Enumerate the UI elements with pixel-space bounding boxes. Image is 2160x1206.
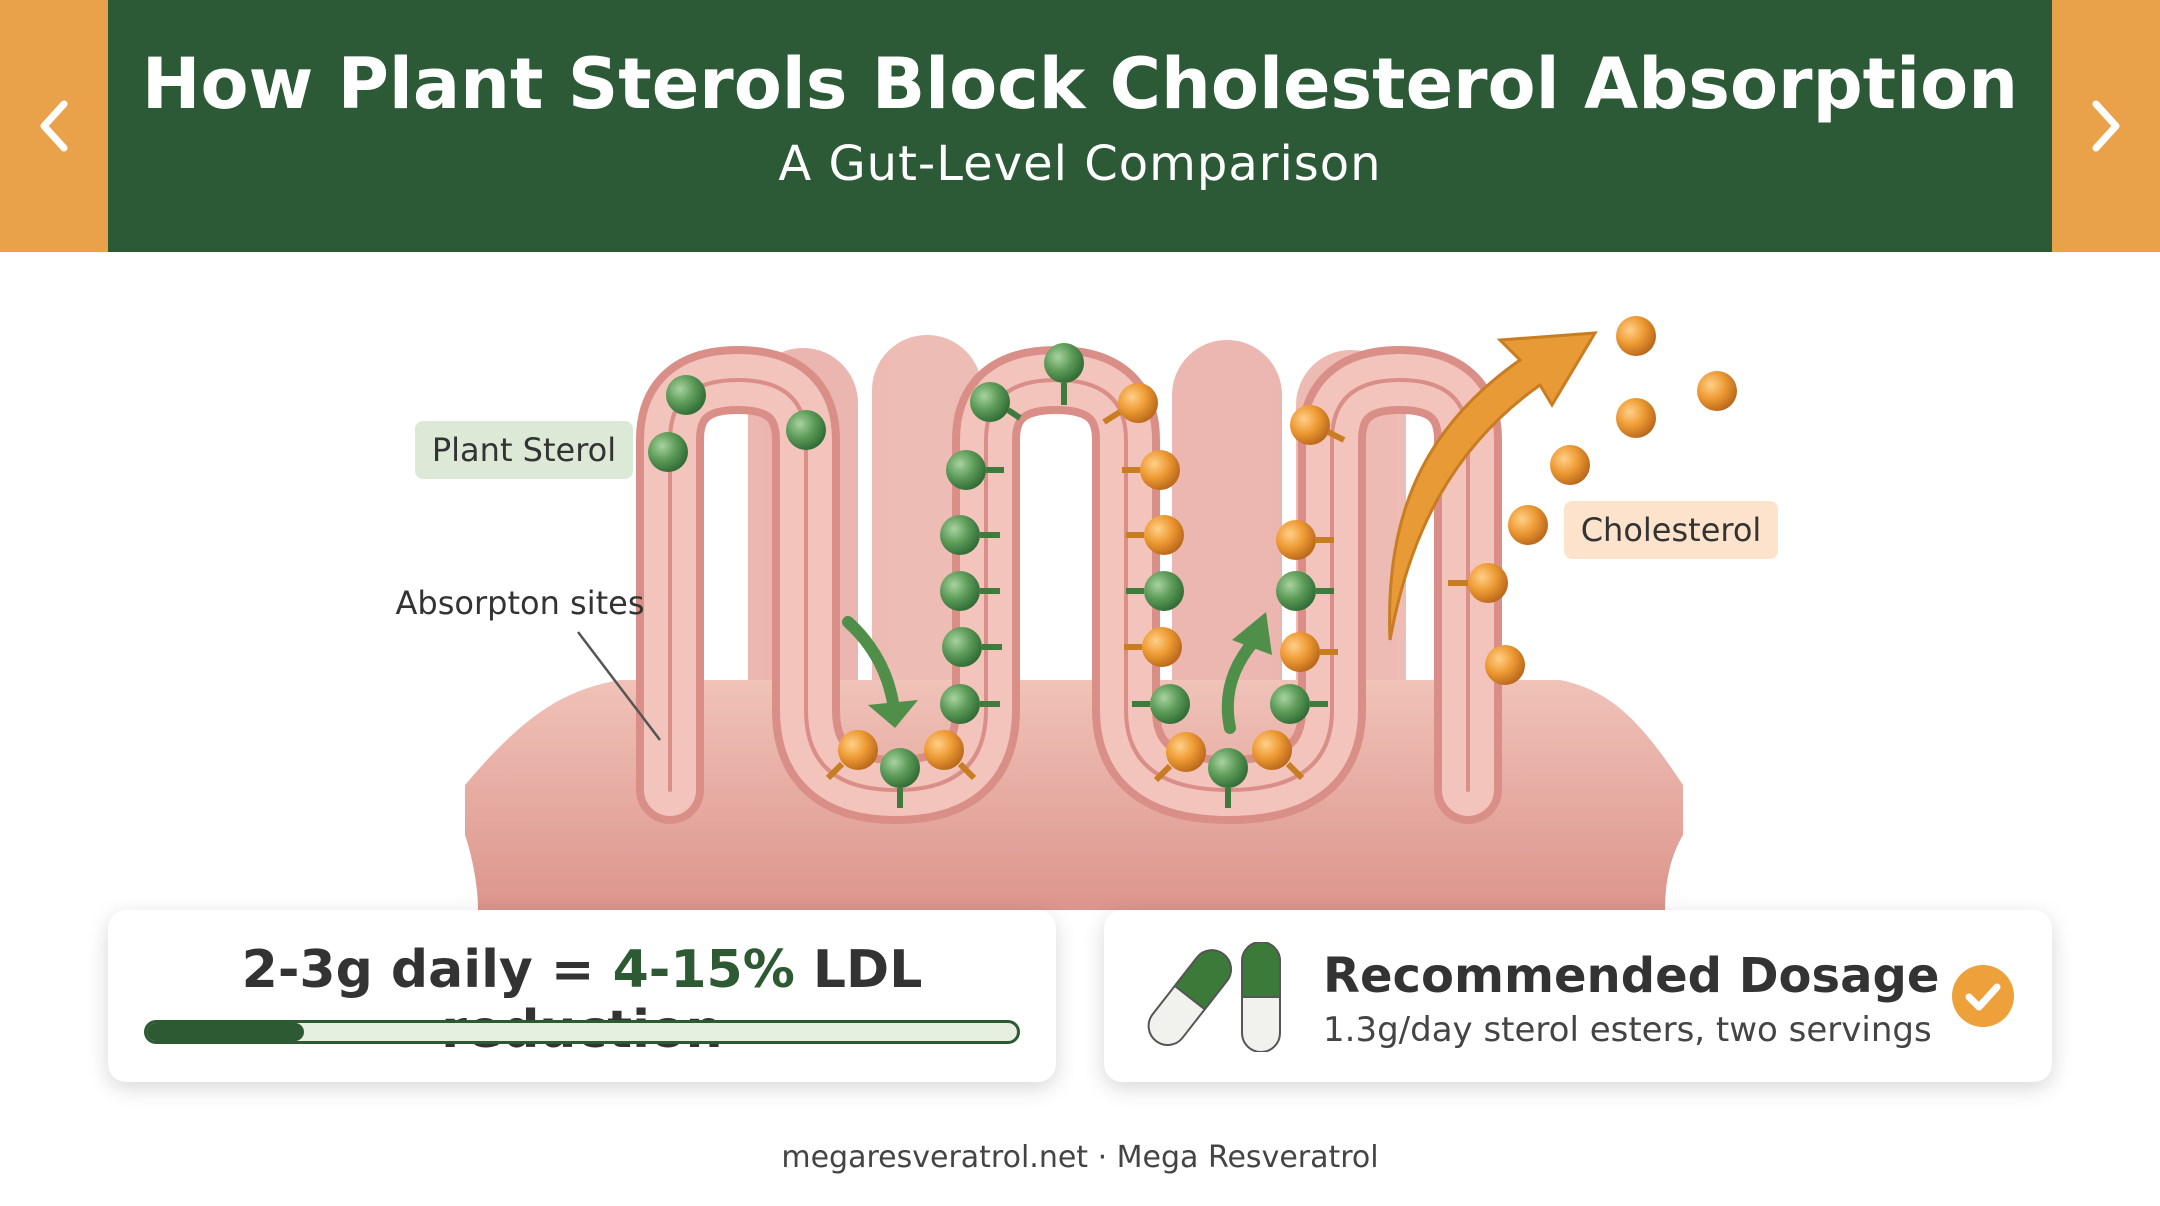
cholesterol-particle: [1252, 730, 1305, 781]
stat-highlight: 4-15%: [612, 940, 795, 1000]
intestinal-wall: [465, 680, 1683, 910]
dosage-card: Recommended Dosage 1.3g/day sterol ester…: [1104, 910, 2052, 1082]
sterol-particle: [942, 627, 1002, 667]
cholesterol-particle: [924, 730, 977, 781]
capsule-icon: [1147, 942, 1281, 1052]
cholesterol-particle: [1102, 383, 1158, 425]
cholesterol-particle: [1485, 645, 1525, 685]
stat-prefix: 2-3g daily =: [241, 940, 613, 1000]
absorption-sites-label: Absorpton sites: [395, 584, 645, 622]
plant-sterol-label: Plant Sterol: [415, 421, 633, 479]
cholesterol-particles: [825, 316, 1737, 783]
check-circle-icon: [1952, 965, 2014, 1027]
sterol-particle: [648, 432, 688, 472]
sterol-particle: [1126, 571, 1184, 611]
sterol-particle: [1208, 748, 1248, 808]
cholesterol-particle: [1550, 445, 1590, 485]
cholesterol-particle: [1448, 563, 1508, 603]
page-subtitle: A Gut-Level Comparison: [778, 136, 1382, 192]
cholesterol-exit-arrow: [1388, 331, 1598, 641]
header-banner: How Plant Sterols Block Cholesterol Abso…: [0, 0, 2160, 252]
cholesterol-particle: [1153, 732, 1206, 783]
plant-sterol-particles: [648, 343, 1334, 808]
cholesterol-particle: [1508, 505, 1548, 545]
up-arrow-head: [1232, 612, 1272, 655]
up-arrow-icon: [1221, 634, 1261, 734]
chevron-right-icon: [2092, 100, 2120, 152]
sterol-particle: [1276, 571, 1334, 611]
absorption-pointer-line: [577, 631, 661, 741]
cholesterol-particle: [1616, 398, 1656, 438]
page-title: How Plant Sterols Block Cholesterol Abso…: [141, 43, 2019, 125]
sterol-particle: [940, 684, 1000, 724]
sterol-particle: [946, 450, 1004, 490]
sterol-particle: [1044, 343, 1084, 405]
cholesterol-particle: [1122, 450, 1180, 490]
cholesterol-particle: [1290, 405, 1346, 445]
footer-credit: megaresveratrol.net · Mega Resveratrol: [781, 1140, 1379, 1175]
chevron-left-icon: [40, 100, 68, 152]
sterol-particle: [940, 515, 1000, 555]
ldl-progress-bar: [144, 1020, 1020, 1044]
sterol-particle: [880, 748, 920, 808]
cholesterol-label: Cholesterol: [1564, 501, 1778, 559]
sterol-particle: [940, 571, 1000, 611]
prev-slide-button[interactable]: [0, 0, 108, 252]
sterol-particle: [1132, 684, 1190, 724]
ldl-progress-fill: [147, 1023, 304, 1041]
down-arrow-head: [868, 700, 918, 728]
cholesterol-particle: [1276, 520, 1334, 560]
dosage-title: Recommended Dosage: [1323, 948, 1940, 1004]
next-slide-button[interactable]: [2052, 0, 2160, 252]
ldl-reduction-card: 2-3g daily = 4-15% LDL reduction: [108, 910, 1056, 1082]
cholesterol-particle: [825, 730, 878, 781]
cholesterol-particle: [1124, 627, 1182, 667]
sterol-particle: [970, 382, 1022, 422]
cholesterol-particle: [1616, 316, 1656, 356]
sterol-particle: [786, 410, 826, 450]
cholesterol-particle: [1280, 632, 1338, 672]
cholesterol-particle: [1126, 515, 1184, 555]
dosage-detail: 1.3g/day sterol esters, two servings: [1323, 1010, 1932, 1050]
sterol-particle: [666, 375, 706, 415]
sterol-particle: [1270, 684, 1328, 724]
cholesterol-particle: [1697, 371, 1737, 411]
